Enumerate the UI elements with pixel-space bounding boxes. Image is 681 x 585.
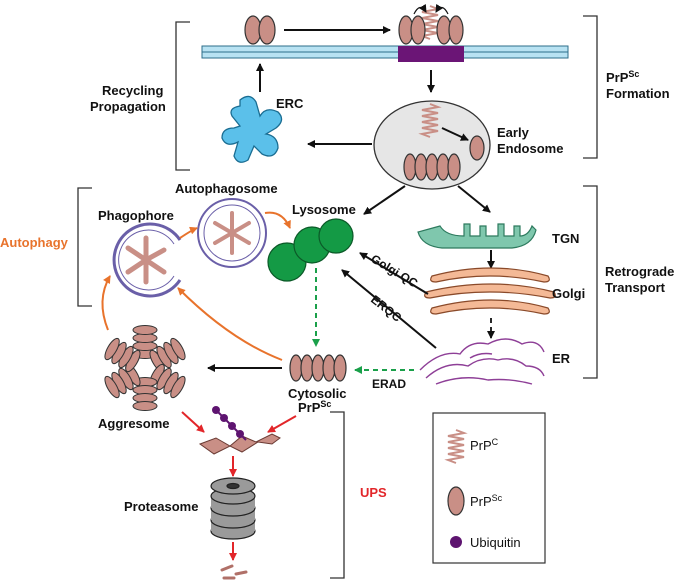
legend-ubiquitin-swatch: [450, 536, 462, 548]
autophagy-bracket: [77, 187, 92, 307]
conversion-complex: [398, 3, 464, 45]
peptide-fragments: [220, 564, 248, 580]
legend-prpc-base: PrP: [470, 438, 492, 453]
retrograde-bracket: [583, 185, 598, 379]
proteasome-label: Proteasome: [124, 499, 198, 514]
arrow-aggresome-to-phagophore: [101, 275, 111, 331]
early-endosome-label-1: Early: [497, 125, 530, 140]
legend-prpc-sup: C: [492, 437, 499, 447]
tgn-organelle: [417, 223, 537, 249]
prpsc-formation-bracket: [583, 15, 598, 159]
cytosolic-sc: Sc: [320, 399, 331, 409]
recycling-label-1: Recycling: [102, 83, 163, 98]
retrograde-label-1: Retrograde: [605, 264, 674, 279]
arrow-phagophore-to-autophagosome: [179, 226, 198, 239]
arrow-endosome-to-lysosome: [363, 185, 406, 215]
er-label: ER: [552, 351, 571, 366]
prpsc-formation-sc: Sc: [628, 69, 639, 79]
lipid-raft-patch: [398, 46, 464, 62]
er-organelle: [419, 338, 545, 385]
arrow-erqc: [341, 269, 437, 349]
prpsc-formation-prp: PrP: [606, 70, 629, 85]
arrow-autophagosome-to-lysosome: [264, 211, 291, 229]
tgn-label: TGN: [552, 231, 579, 246]
legend: PrPC PrPSc Ubiquitin: [432, 412, 546, 564]
legend-prpsc-label: PrPSc: [470, 493, 503, 509]
legend-prpsc-sup: Sc: [492, 493, 503, 503]
golgi-organelle: [424, 267, 556, 315]
autophagosome: [197, 198, 267, 268]
legend-prpsc-base: PrP: [470, 494, 492, 509]
cytosolic-label-1: Cytosolic: [288, 386, 347, 401]
golgi-label: Golgi: [552, 286, 585, 301]
cytosolic-prp: PrP: [298, 400, 321, 415]
legend-prpsc-swatch: [447, 486, 465, 516]
surface-prpsc: [244, 15, 276, 45]
arrow-aggresome-to-ups: [181, 411, 205, 433]
legend-ubiquitin-label: Ubiquitin: [470, 535, 521, 550]
arrow-golgi-qc: [359, 252, 429, 295]
cytosolic-prpsc: [289, 354, 347, 382]
recycling-label-2: Propagation: [90, 99, 166, 114]
plasma-membrane: [201, 45, 569, 62]
arrow-cytosol-to-phagophore: [177, 287, 283, 361]
aggresome-label: Aggresome: [98, 416, 170, 431]
phagophore: [112, 222, 182, 298]
ups-label: UPS: [360, 485, 387, 500]
arrow-cytosol-to-ups: [267, 415, 297, 433]
early-endosome-label-2: Endosome: [497, 141, 563, 156]
early-endosome: [373, 100, 491, 190]
erc-organelle: [221, 95, 283, 163]
erc-label: ERC: [276, 96, 304, 111]
cytosolic-label-2: PrPSc: [298, 399, 331, 415]
legend-prpc-label: PrPC: [470, 437, 499, 453]
retrograde-label-2: Transport: [605, 280, 666, 295]
autophagy-label: Autophagy: [0, 235, 69, 250]
ups-bracket: [330, 411, 345, 579]
phagophore-label: Phagophore: [98, 208, 174, 223]
prpsc-formation-label-2: Formation: [606, 86, 670, 101]
erqc-label: ERQC: [368, 292, 404, 325]
proteasome: [210, 477, 256, 540]
lysosome: [267, 218, 354, 282]
golgi-qc-label: Golgi QC: [368, 252, 420, 291]
prpsc-formation-label-1: PrPSc: [606, 69, 639, 85]
arrow-endosome-to-tgn: [457, 185, 491, 213]
recycling-bracket: [175, 21, 190, 171]
autophagosome-label: Autophagosome: [175, 181, 278, 196]
erad-label: ERAD: [372, 377, 406, 391]
aggresome: [101, 325, 189, 411]
lysosome-label: Lysosome: [292, 202, 356, 217]
ubiquitinated-prp: [198, 406, 281, 455]
